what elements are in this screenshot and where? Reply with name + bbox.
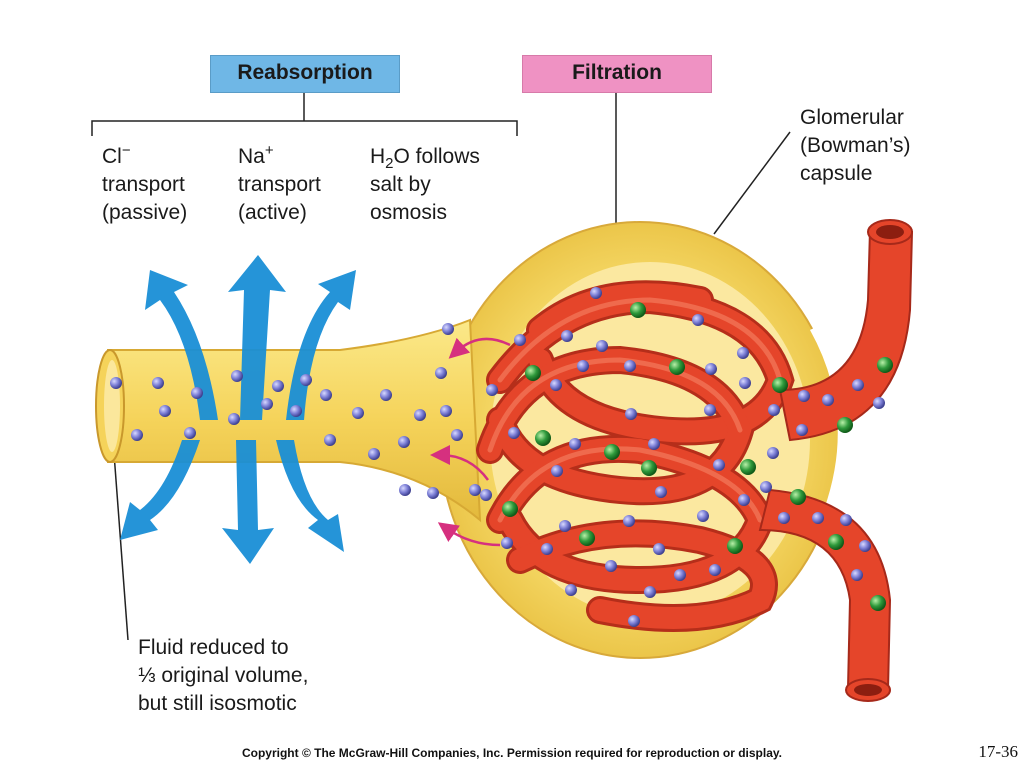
h2o-rest: O follows [393,145,480,168]
solute-particles [110,287,885,627]
cl-line3: (passive) [102,201,188,224]
efferent-arteriole [758,488,892,702]
h2o-line2: salt by [370,173,431,196]
cl-transport-label: Cl− transport (passive) [102,143,187,227]
copyright-notice: Copyright © The McGraw-Hill Companies, I… [241,746,783,760]
cl-ion: Cl [102,145,122,168]
h2o-osmosis-label: H2O follows salt by osmosis [370,143,480,227]
fluid-label: Fluid reduced to ⅓ original volume, but … [138,634,308,718]
na-charge: + [264,142,274,159]
fluid-line1: Fluid reduced to [138,636,289,659]
h2o-line3: osmosis [370,201,448,224]
filtration-box: Filtration [522,55,712,93]
na-ion: Na [238,145,265,168]
capsule-line1: Glomerular [800,106,904,129]
na-transport-label: Na+ transport (active) [238,143,321,227]
na-line3: (active) [238,201,307,224]
capsule-label: Glomerular (Bowman’s) capsule [800,104,910,188]
filtration-label: Filtration [572,61,662,84]
reabsorption-box: Reabsorption [210,55,400,93]
filtration-arrows [430,337,511,547]
na-line2: transport [238,173,321,196]
capsule-leader-line [713,131,791,235]
fluid-line2: ⅓ original volume, [138,664,309,687]
slide-number: 17-36 [978,742,1018,761]
reabsorption-label: Reabsorption [237,61,373,84]
reabsorption-arrows [120,255,356,564]
capsule-line3: capsule [800,162,873,185]
reabsorption-bracket [91,90,518,136]
fluid-line3: but still isosmotic [138,692,297,715]
h2o-h: H [370,145,386,168]
capsule-line2: (Bowman’s) [800,134,911,157]
protein-particles [502,302,893,611]
cl-charge: − [121,142,131,159]
cl-line2: transport [102,173,185,196]
h2o-sub: 2 [385,155,394,173]
